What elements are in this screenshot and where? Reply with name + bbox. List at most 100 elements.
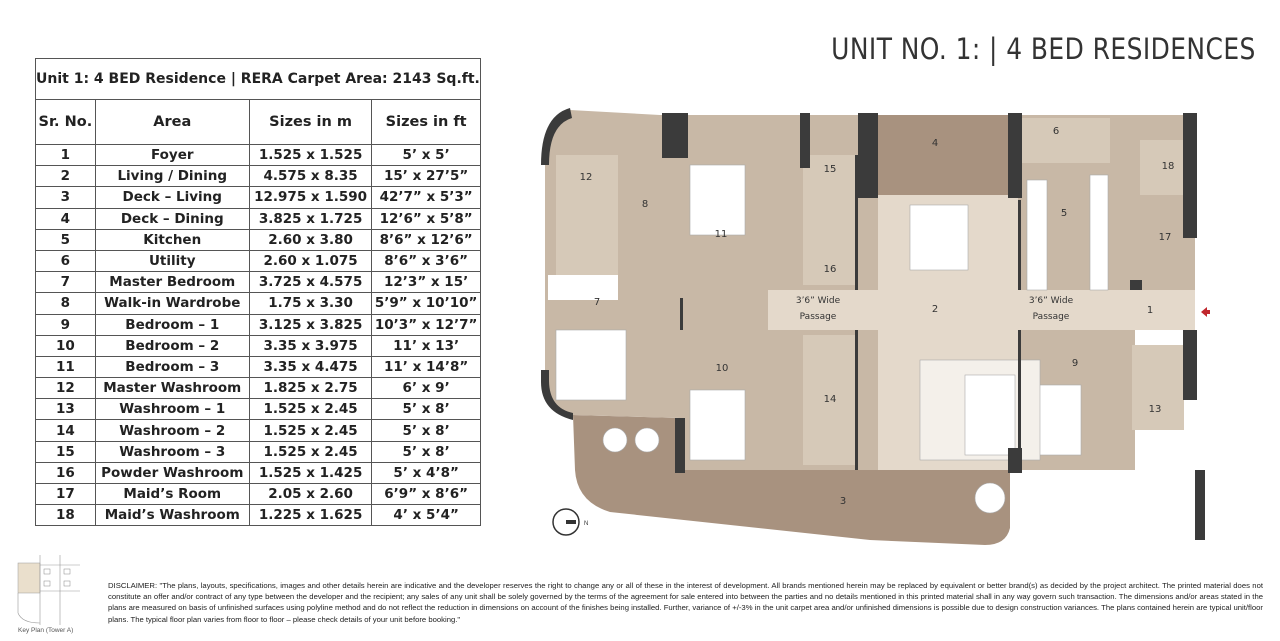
- cell-size-ft: 4’ x 5’4”: [371, 504, 481, 527]
- cell-size-m: 1.525 x 1.425: [248, 461, 373, 485]
- cell-size-m: 3.825 x 1.725: [248, 207, 373, 230]
- cell-area: Utility: [94, 249, 250, 273]
- table-caption: Unit 1: 4 BED Residence | RERA Carpet Ar…: [35, 58, 481, 100]
- deck-living: [573, 415, 1010, 545]
- cell-sr: 6: [35, 249, 96, 273]
- cell-area: Washroom – 2: [94, 419, 250, 442]
- cell-size-ft: 42’7” x 5’3”: [371, 186, 481, 209]
- cell-sr: 12: [35, 377, 96, 400]
- cell-size-ft: 12’3” x 15’: [371, 271, 481, 294]
- room-label-12: 12: [580, 172, 593, 183]
- room-label-17: 17: [1159, 232, 1172, 243]
- room-label-3: 3: [840, 496, 846, 507]
- room-label-18: 18: [1162, 161, 1175, 172]
- cell-size-ft: 8’6” x 12’6”: [371, 228, 481, 251]
- page-title: UNIT NO. 1: | 4 BED RESIDENCES: [831, 32, 1256, 66]
- cell-size-m: 2.05 x 2.60: [248, 482, 373, 506]
- cell-size-m: 1.525 x 2.45: [248, 440, 373, 463]
- cell-sr: 16: [35, 461, 96, 485]
- washroom-2: [803, 335, 855, 465]
- cell-size-ft: 5’ x 5’: [371, 143, 481, 167]
- cell-sr: 2: [35, 165, 96, 188]
- cell-size-ft: 11’ x 14’8”: [371, 355, 481, 379]
- room-label-5: 5: [1061, 208, 1067, 219]
- master-washroom: [556, 155, 618, 275]
- cell-sr: 8: [35, 292, 96, 315]
- floor-plan: 1 2 3 4 5 6 7 8 9 10 11 12 13 14 15 16 1…: [541, 108, 1210, 545]
- cell-size-m: 2.60 x 3.80: [248, 228, 373, 251]
- room-label-13: 13: [1149, 404, 1162, 415]
- deck-dining: [878, 115, 1008, 195]
- cell-size-m: 4.575 x 8.35: [248, 165, 373, 188]
- col-header-m: Sizes in m: [248, 99, 373, 145]
- cell-area: Foyer: [94, 143, 250, 167]
- living-dining: [768, 195, 1195, 470]
- cell-area: Washroom – 3: [94, 440, 250, 463]
- cell-size-ft: 8’6” x 3’6”: [371, 249, 481, 273]
- compass-icon: N: [552, 508, 588, 536]
- cell-area: Bedroom – 3: [94, 355, 250, 379]
- cell-sr: 9: [35, 313, 96, 336]
- cell-sr: 3: [35, 186, 96, 209]
- cell-size-ft: 12’6” x 5’8”: [371, 207, 481, 230]
- cell-size-ft: 5’ x 8’: [371, 440, 481, 463]
- cell-area: Powder Washroom: [94, 461, 250, 485]
- cell-size-ft: 5’9” x 10’10”: [371, 292, 481, 315]
- col-header-sr: Sr. No.: [35, 99, 96, 145]
- cell-sr: 18: [35, 504, 96, 527]
- compass-label: N: [584, 521, 588, 527]
- cell-area: Washroom – 1: [94, 398, 250, 421]
- room-labels: 1 2 3 4 5 6 7 8 9 10 11 12 13 14 15 16 1…: [580, 126, 1175, 507]
- key-plan-label: Key Plan (Tower A): [18, 627, 74, 634]
- key-plan: [17, 555, 80, 625]
- cell-size-m: 1.525 x 1.525: [248, 143, 373, 167]
- cell-sr: 11: [35, 355, 96, 379]
- cell-area: Bedroom – 1: [94, 313, 250, 336]
- cell-size-m: 1.525 x 2.45: [248, 419, 373, 442]
- cell-area: Maid’s Room: [94, 482, 250, 506]
- area-table: Unit 1: 4 BED Residence | RERA Carpet Ar…: [35, 58, 481, 527]
- cell-size-m: 3.725 x 4.575: [248, 271, 373, 294]
- room-label-1: 1: [1147, 305, 1153, 316]
- cell-sr: 1: [35, 143, 96, 167]
- room-label-4: 4: [932, 138, 938, 149]
- cell-area: Maid’s Washroom: [94, 504, 250, 527]
- walls: [541, 108, 1205, 540]
- cell-size-m: 3.35 x 3.975: [248, 334, 373, 357]
- maid-washroom: [1140, 140, 1190, 195]
- cell-size-ft: 5’ x 8’: [371, 398, 481, 421]
- room-label-2: 2: [932, 304, 938, 315]
- cell-size-m: 12.975 x 1.590: [248, 186, 373, 209]
- room-label-6: 6: [1053, 126, 1059, 137]
- utility: [1020, 118, 1110, 163]
- cell-size-m: 2.60 x 1.075: [248, 249, 373, 273]
- passage-label-left-1: 3’6” Wide: [796, 296, 841, 306]
- cell-size-ft: 10’3” x 12’7”: [371, 313, 481, 336]
- vanity: [548, 275, 618, 300]
- cell-size-ft: 11’ x 13’: [371, 334, 481, 357]
- cell-sr: 15: [35, 440, 96, 463]
- cell-size-ft: 15’ x 27’5”: [371, 165, 481, 188]
- passage-label-left-2: Passage: [800, 312, 837, 322]
- room-label-10: 10: [716, 363, 729, 374]
- room-label-8: 8: [642, 199, 648, 210]
- cell-size-ft: 6’ x 9’: [371, 377, 481, 400]
- cell-area: Deck – Living: [94, 186, 250, 209]
- cell-sr: 13: [35, 398, 96, 421]
- cell-size-m: 3.35 x 4.475: [248, 355, 373, 379]
